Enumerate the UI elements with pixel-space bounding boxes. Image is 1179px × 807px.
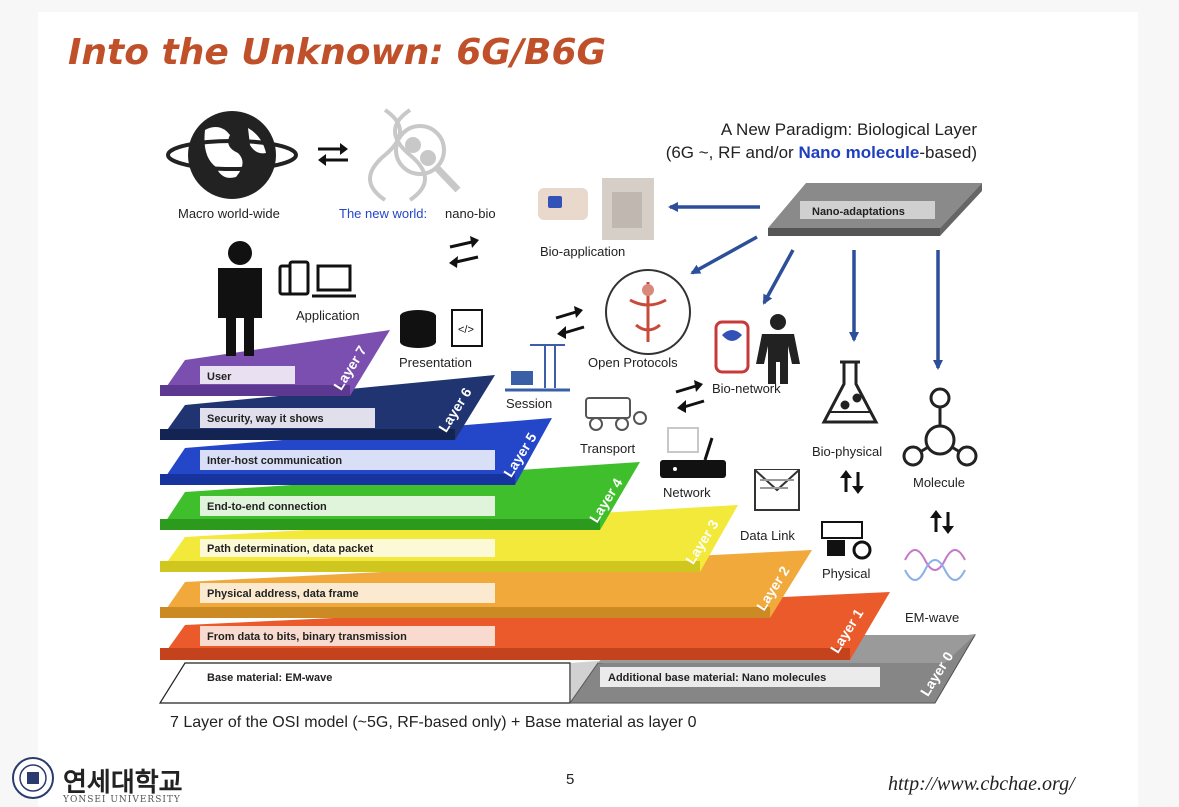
em-wave-label: EM-wave bbox=[905, 610, 959, 625]
bio-network-icon bbox=[716, 314, 800, 384]
layer-2-desc: Physical address, data frame bbox=[207, 588, 359, 600]
vertical-swap-icon bbox=[840, 470, 864, 494]
swap-arrows-icon bbox=[676, 380, 704, 413]
flask-icon bbox=[824, 362, 876, 422]
presentation-label: Presentation bbox=[399, 355, 472, 370]
em-wave-icon bbox=[905, 550, 965, 580]
new-world-label: The new world: bbox=[339, 206, 427, 221]
page-number: 5 bbox=[566, 771, 574, 788]
university-name-korean: 연세대학교 bbox=[63, 762, 183, 799]
macro-label: Macro world-wide bbox=[178, 206, 280, 221]
presentation-icon: </> bbox=[400, 310, 482, 348]
nano-adaptations-slab: Nano-adaptations bbox=[768, 183, 982, 236]
globe-icon bbox=[168, 111, 296, 199]
bio-network-label: Bio-network bbox=[712, 381, 781, 396]
application-label: Application bbox=[296, 308, 360, 323]
crane-icon bbox=[505, 345, 570, 390]
vertical-swap-icon bbox=[930, 510, 954, 534]
data-link-label: Data Link bbox=[740, 528, 795, 543]
bio-application-label: Bio-application bbox=[540, 244, 625, 259]
layer-7-desc: User bbox=[207, 371, 232, 383]
open-protocols-icon bbox=[606, 270, 690, 354]
bio-physical-label: Bio-physical bbox=[812, 444, 882, 459]
person-icon bbox=[218, 241, 262, 356]
session-label: Session bbox=[506, 396, 552, 411]
molecule-icon bbox=[904, 389, 976, 465]
swap-arrows-icon bbox=[318, 143, 348, 166]
physical-icon bbox=[822, 522, 870, 558]
layer-0-desc-2: Additional base material: Nano molecules bbox=[608, 672, 826, 684]
caption: 7 Layer of the OSI model (~5G, RF-based … bbox=[170, 714, 696, 732]
open-protocols-label: Open Protocols bbox=[588, 355, 678, 370]
network-label: Network bbox=[663, 485, 711, 500]
blue-arrow bbox=[692, 237, 757, 273]
svg-text:</>: </> bbox=[458, 324, 474, 336]
physical-label: Physical bbox=[822, 566, 871, 581]
layer-0-desc: Base material: EM-wave bbox=[207, 672, 332, 684]
layer-5-desc: Inter-host communication bbox=[207, 455, 342, 467]
router-icon bbox=[660, 428, 726, 478]
bio-application-icon bbox=[538, 178, 654, 240]
layer-3-desc: Path determination, data packet bbox=[207, 543, 374, 555]
university-seal-icon bbox=[13, 758, 53, 798]
layer-1-desc: From data to bits, binary transmission bbox=[207, 631, 407, 643]
transport-icon bbox=[586, 398, 646, 430]
blue-arrow bbox=[764, 250, 793, 303]
layer-6-desc: Security, way it shows bbox=[207, 413, 324, 425]
nano-adaptations-label: Nano-adaptations bbox=[812, 206, 905, 218]
swap-arrows-icon bbox=[556, 306, 584, 339]
dna-magnifier-icon bbox=[370, 110, 458, 200]
university-name-english: YONSEI UNIVERSITY bbox=[63, 795, 181, 805]
layer-4-desc: End-to-end connection bbox=[207, 501, 327, 513]
transport-label: Transport bbox=[580, 441, 636, 456]
footer-url: http://www.cbchae.org/ bbox=[888, 773, 1075, 796]
new-world-suffix: nano-bio bbox=[445, 206, 496, 221]
envelope-icon bbox=[755, 470, 799, 510]
molecule-label: Molecule bbox=[913, 475, 965, 490]
devices-icon bbox=[280, 262, 356, 296]
swap-arrows-icon bbox=[449, 236, 479, 268]
